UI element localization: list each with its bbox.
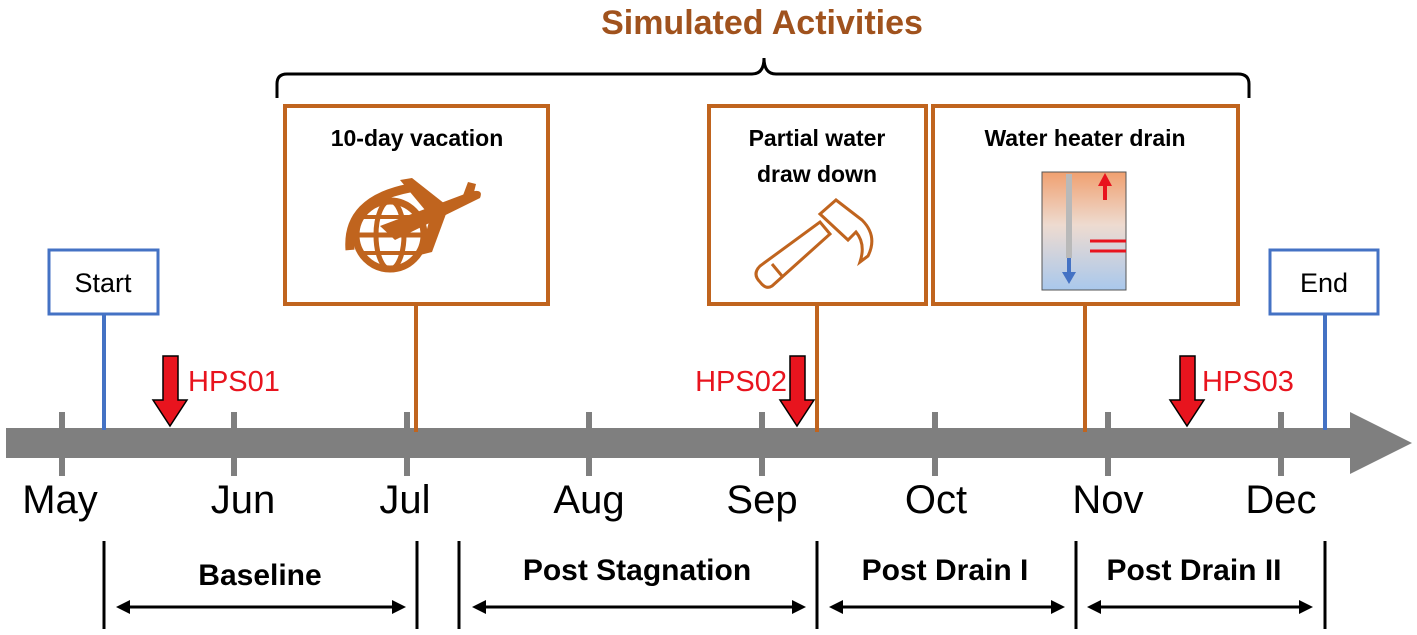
hammer-icon (754, 198, 874, 289)
activity-vacation-label: 10-day vacation (331, 125, 504, 151)
start-label: Start (74, 268, 132, 298)
diagram-title: Simulated Activities (601, 4, 923, 42)
sample-label-hps03: HPS03 (1202, 366, 1294, 398)
period-baseline: Baseline (198, 559, 321, 592)
activities-brace (275, 57, 1251, 98)
month-labels: May Jun Jul Aug Sep Oct Nov Dec (22, 478, 1316, 522)
tick-sep (759, 412, 765, 476)
sample-label-hps01: HPS01 (188, 366, 280, 398)
month-label-aug: Aug (553, 478, 624, 522)
tick-dec (1278, 412, 1284, 476)
sample-hps03: HPS03 (1168, 355, 1294, 428)
start-flag: Start (47, 248, 160, 430)
month-label-oct: Oct (905, 478, 967, 522)
end-label: End (1300, 268, 1348, 298)
tick-nov (1105, 412, 1111, 476)
sample-arrow-icon (151, 355, 189, 428)
month-label-nov: Nov (1072, 478, 1143, 522)
sample-arrow-icon (1168, 355, 1206, 428)
sample-label-hps02: HPS02 (695, 366, 787, 398)
sample-hps01: HPS01 (151, 355, 280, 428)
period-dividers (102, 541, 1327, 629)
sample-arrow-icon (778, 355, 816, 428)
month-ticks (59, 412, 1284, 476)
tick-oct (932, 412, 938, 476)
month-label-jul: Jul (379, 478, 430, 522)
end-flag: End (1268, 248, 1380, 430)
timeline-arrowhead (1350, 412, 1412, 474)
period-post-drain-1: Post Drain I (862, 554, 1029, 587)
activity-partial-label-line2: draw down (757, 161, 877, 187)
water-heater-icon (1041, 171, 1127, 291)
tick-jul (404, 412, 410, 476)
month-label-jun: Jun (211, 478, 276, 522)
tick-may (59, 412, 65, 476)
period-span-arrows (116, 600, 1313, 614)
timeline-bar (6, 428, 1356, 458)
activity-vacation: 10-day vacation (283, 104, 550, 432)
month-label-sep: Sep (726, 478, 797, 522)
period-post-drain-2: Post Drain II (1106, 554, 1281, 587)
activity-water-heater-label: Water heater drain (984, 125, 1185, 151)
activity-partial-label-line1: Partial water (749, 125, 886, 151)
month-label-may: May (22, 478, 98, 522)
sample-hps02: HPS02 (695, 355, 816, 428)
month-label-dec: Dec (1245, 478, 1316, 522)
activity-partial-draw-down: Partial water draw down (707, 104, 928, 432)
period-post-stagnation: Post Stagnation (523, 554, 751, 587)
activity-water-heater-drain: Water heater drain (931, 104, 1240, 432)
tick-aug (586, 412, 592, 476)
plane-globe-icon (345, 178, 481, 273)
tick-jun (231, 412, 237, 476)
